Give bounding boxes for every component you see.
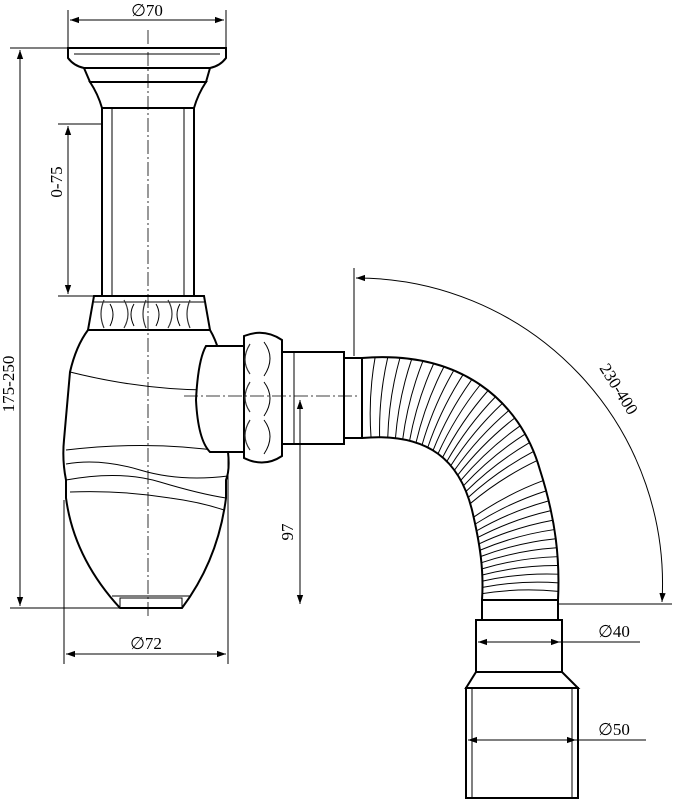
hose-rib	[415, 366, 445, 443]
sink-flange	[67, 47, 227, 109]
hose-rib	[421, 370, 455, 446]
hose-rib	[482, 573, 559, 582]
dim-outlet-height: 97	[278, 400, 304, 604]
label-hose-length: 230-400	[596, 360, 642, 418]
label-bottom-diameter: ∅72	[130, 634, 162, 653]
hose-rib	[409, 363, 435, 441]
hose-rib	[469, 460, 538, 504]
hose-rib	[482, 581, 559, 588]
label-top-diameter: ∅70	[131, 1, 163, 20]
hose-rib	[437, 384, 481, 454]
hose-rib	[379, 357, 389, 438]
dim-total-height: 175-250	[0, 47, 120, 609]
hose-rib	[480, 538, 556, 557]
label-outlet-diameter-small: ∅40	[598, 622, 630, 641]
dim-outlet-diameter-small: ∅40	[478, 622, 640, 646]
hose-rib	[467, 450, 534, 498]
hose-rib	[387, 357, 401, 438]
side-outlet	[194, 331, 363, 464]
hose-rib	[394, 358, 413, 439]
hose-rib	[369, 357, 376, 438]
hose-rib	[460, 425, 521, 481]
center-lines	[147, 30, 360, 618]
hose-rib	[474, 490, 547, 525]
hose-rib	[457, 417, 516, 476]
label-total-height: 175-250	[0, 356, 18, 413]
corrugated-hose	[361, 356, 560, 601]
dim-bottom-diameter: ∅72	[63, 456, 229, 664]
dim-top-diameter: ∅70	[67, 1, 227, 48]
dim-outlet-diameter-large: ∅50	[468, 720, 646, 744]
hose-rib	[463, 433, 526, 487]
hose-rib	[476, 500, 549, 532]
hose-rib	[482, 589, 559, 595]
hose-rib	[473, 480, 544, 518]
trap-bottle	[62, 329, 230, 609]
label-outlet-height: 97	[278, 523, 297, 541]
label-outlet-extension: 0-75	[47, 166, 66, 197]
label-outlet-diameter-large: ∅50	[598, 720, 630, 739]
hose-rib	[465, 442, 530, 492]
dim-outlet-extension: 0-75	[47, 123, 102, 297]
coupling-nut	[86, 295, 212, 331]
hose-end-adapter	[464, 599, 581, 799]
